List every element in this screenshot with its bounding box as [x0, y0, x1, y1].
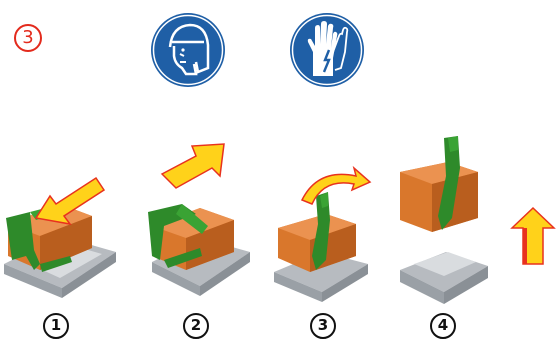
step-1-illustration — [4, 176, 116, 298]
locking-lever — [312, 192, 330, 270]
plug-body — [400, 162, 478, 232]
push-down-arrow-icon — [34, 176, 106, 226]
insulated-gloves-mandatory-icon — [290, 13, 364, 87]
step-badge: 3 — [14, 24, 42, 52]
face-shield-mandatory-icon — [151, 13, 225, 87]
step-number-4: 4 — [430, 313, 456, 339]
socket-housing — [274, 252, 368, 302]
step-4-illustration — [400, 136, 488, 304]
pull-up-arrow-icon — [510, 206, 556, 265]
socket-housing — [400, 252, 488, 304]
step-2-illustration — [148, 143, 250, 296]
lift-up-arrow-icon — [160, 143, 225, 189]
step-3-illustration — [274, 165, 372, 302]
rotate-arrow-icon — [300, 165, 372, 205]
step-number-3: 3 — [310, 313, 336, 339]
locking-lever — [438, 136, 460, 230]
step-number-1: 1 — [43, 313, 69, 339]
locking-lever — [148, 204, 208, 268]
step-number-2: 2 — [183, 313, 209, 339]
